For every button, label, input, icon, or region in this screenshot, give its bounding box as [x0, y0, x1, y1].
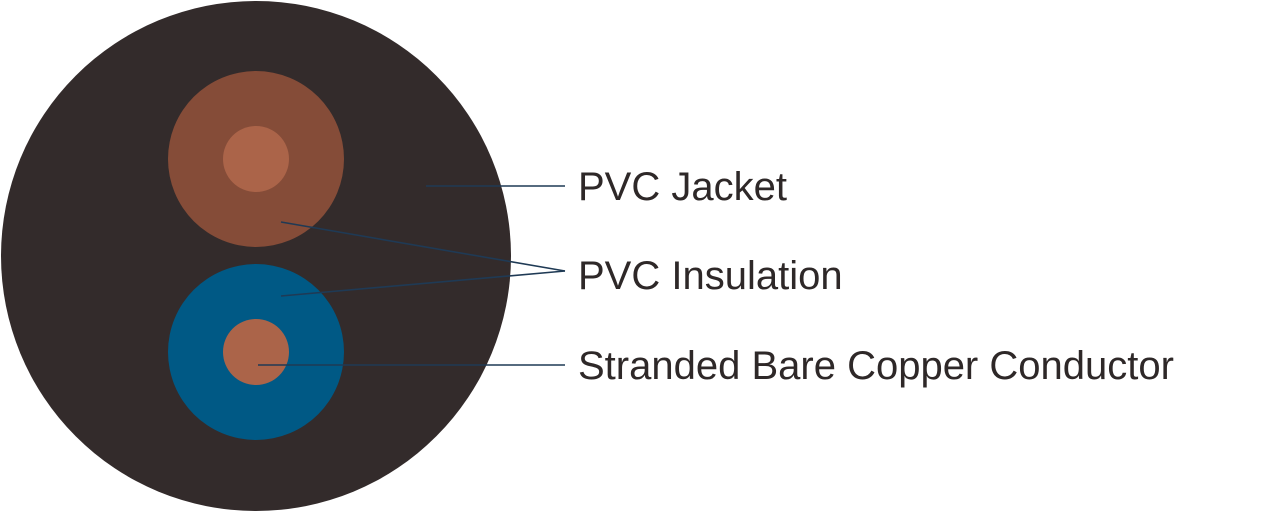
- insulation-leader-line-upper: [280, 221, 566, 272]
- jacket-label: PVC Jacket: [578, 165, 787, 209]
- lower-copper-conductor: [223, 319, 289, 385]
- insulation-leader-line-lower: [280, 270, 566, 297]
- conductor-label: Stranded Bare Copper Conductor: [578, 344, 1174, 388]
- insulation-label: PVC Insulation: [578, 254, 843, 298]
- pvc-jacket: [1, 1, 511, 511]
- upper-copper-conductor: [223, 126, 289, 192]
